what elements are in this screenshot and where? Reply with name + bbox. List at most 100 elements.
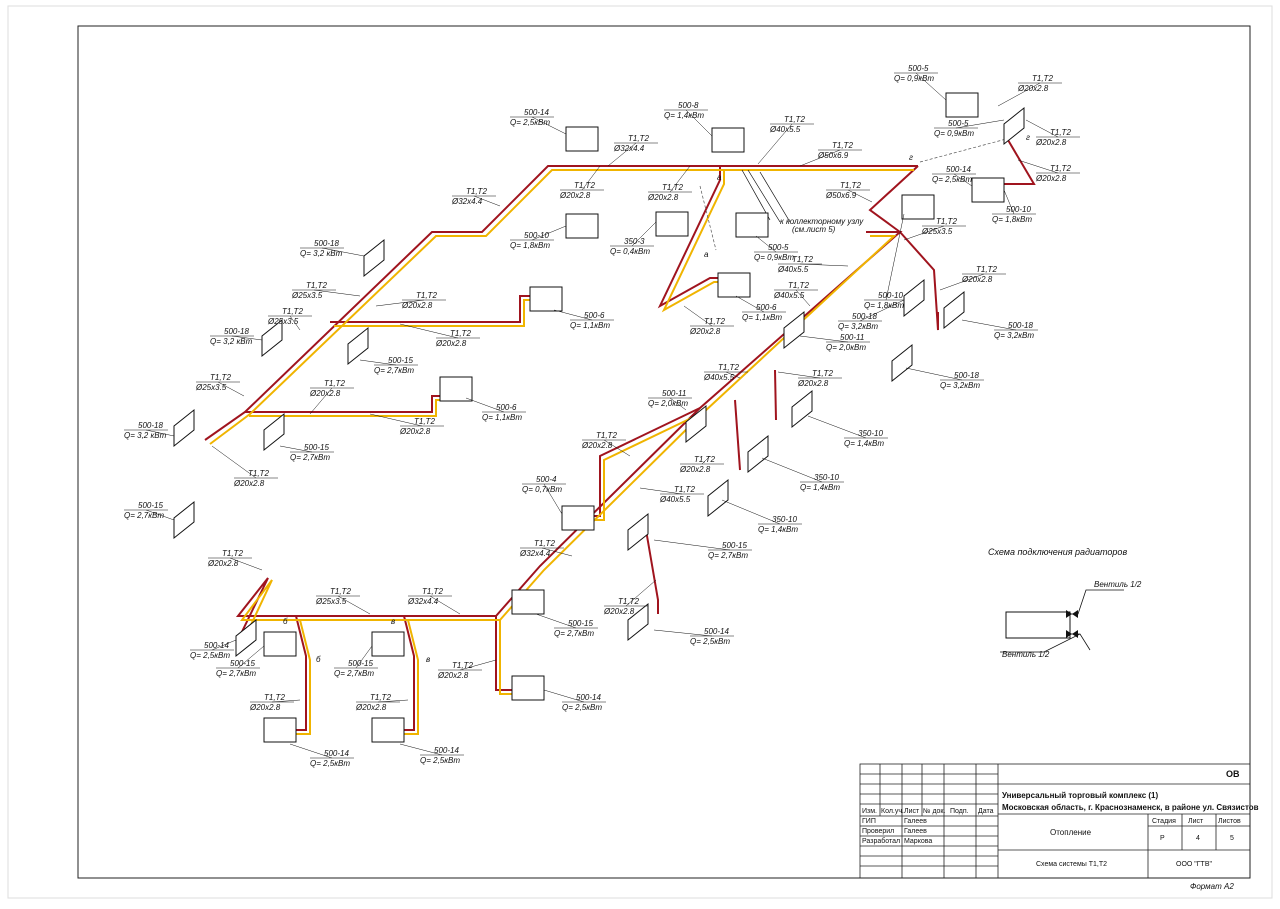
pipe-leader bbox=[217, 381, 245, 397]
branch-left-lower-return bbox=[249, 399, 442, 417]
pipe-label-top: Т1,Т2 bbox=[222, 549, 243, 558]
name-razr: Маркова bbox=[904, 838, 932, 845]
pipe-label-bottom: Ø40x5.5 bbox=[703, 373, 735, 382]
pipe-leader bbox=[337, 595, 371, 615]
radiator-35: 500-15Q= 2,7кВт bbox=[334, 631, 405, 678]
radiator-body bbox=[561, 505, 595, 531]
valve-bottom-icon bbox=[1066, 630, 1078, 638]
radiator-25: 350-10Q= 1,4кВт bbox=[791, 389, 888, 448]
radiator-leader bbox=[279, 445, 313, 453]
pipe-label-bottom: Ø40x5.5 bbox=[777, 265, 809, 274]
supply-pipes-t1 bbox=[204, 139, 1036, 731]
radiator-label-bottom: Q= 2,7кВт bbox=[290, 453, 330, 462]
pipe-leader bbox=[777, 371, 821, 379]
hdr-izm: Изм. bbox=[862, 808, 877, 815]
radiator-1: 500-5Q= 0,9кВт bbox=[894, 64, 979, 118]
sheet-outer-border bbox=[7, 5, 1273, 899]
radiator-16: 500-15Q= 2,7кВт bbox=[263, 412, 334, 462]
loop-a-return bbox=[661, 170, 725, 313]
pipe-label-top: Т1,Т2 bbox=[330, 587, 351, 596]
radiator-12: 500-18Q= 3,2 кВт bbox=[210, 318, 283, 358]
pipe-label-top: Т1,Т2 bbox=[416, 291, 437, 300]
radiator-leader bbox=[355, 645, 373, 669]
radiator-body bbox=[173, 408, 195, 448]
point-v-top: в bbox=[391, 617, 395, 626]
pipe-leader bbox=[211, 445, 257, 479]
pipe-label-top: Т1,Т2 bbox=[306, 281, 327, 290]
pipe-label-bottom: Ø20x2.8 bbox=[401, 301, 433, 310]
valve-top-icon bbox=[1066, 610, 1078, 618]
pipe-label-top: Т1,Т2 bbox=[674, 485, 695, 494]
radiator-body bbox=[439, 376, 473, 402]
radiator-body bbox=[173, 500, 195, 540]
radiator-label-bottom: Q= 2,7кВт bbox=[374, 366, 414, 375]
pipe-leader bbox=[375, 299, 425, 307]
radiator-label-top: 500-14 bbox=[324, 749, 349, 758]
pipe-label-top: Т1,Т2 bbox=[1050, 128, 1071, 137]
radiator-label-bottom: Q= 1,1кВт bbox=[570, 321, 610, 330]
name-prov: Галеев bbox=[904, 828, 927, 835]
pipe-label-bottom: Ø20x2.8 bbox=[689, 327, 721, 336]
loop-a bbox=[657, 166, 721, 309]
point-b-top: б bbox=[283, 617, 288, 626]
drop-b bbox=[295, 615, 307, 731]
pipe-leader bbox=[799, 263, 849, 267]
radiator-32: 500-14Q= 2,5кВт bbox=[511, 675, 606, 712]
pipe-label-bottom: Ø20x2.8 bbox=[559, 191, 591, 200]
pipe-label-bottom: Ø32x4.4 bbox=[407, 597, 439, 606]
radiator-body bbox=[263, 717, 297, 743]
sheets-header: Листов bbox=[1218, 818, 1241, 825]
point-a-bottom: а bbox=[704, 250, 709, 259]
radiator-36: 500-14Q= 2,5кВт bbox=[263, 717, 354, 768]
pipe-network bbox=[204, 137, 1036, 735]
pipe-leader bbox=[473, 195, 501, 207]
radiator-body bbox=[943, 290, 965, 330]
radiator-label-bottom: Q= 2,5кВт bbox=[190, 651, 230, 660]
point-a-top: а bbox=[717, 173, 722, 182]
pipe-label-bottom: Ø20x2.8 bbox=[399, 427, 431, 436]
pipe-label-top: Т1,Т2 bbox=[976, 265, 997, 274]
sheet-value: 4 bbox=[1196, 835, 1200, 842]
hdr-kol: Кол.уч. bbox=[881, 808, 904, 815]
radiator-label-top: 500-18 bbox=[224, 327, 249, 336]
radiator-28: 500-4Q= 0,7кВт bbox=[522, 475, 595, 531]
pipe-label-bottom: Ø20x2.8 bbox=[355, 703, 387, 712]
radiator-label-top: 500-14 bbox=[704, 627, 729, 636]
radiator-leader bbox=[211, 639, 237, 651]
radiator-27: 350-10Q= 1,4кВт bbox=[707, 478, 802, 534]
sheets-value: 5 bbox=[1230, 835, 1234, 842]
pipe-label-bottom: Ø25x3.5 bbox=[291, 291, 323, 300]
radiator-label-top: 500-18 bbox=[138, 421, 163, 430]
radiator-label-top: 500-10 bbox=[878, 291, 903, 300]
radiator-leader bbox=[543, 483, 563, 515]
pipe-label-bottom: Ø20x2.8 bbox=[435, 339, 467, 348]
radiator-label-top: 500-14 bbox=[434, 746, 459, 755]
pipe-leader bbox=[997, 82, 1041, 107]
pipe-leader bbox=[639, 487, 683, 495]
pipe-label-bottom: Ø20x2.8 bbox=[679, 465, 711, 474]
radiator-30: 500-14Q= 2,5кВт bbox=[627, 602, 734, 646]
pipe-label-bottom: Ø32x4.4 bbox=[519, 549, 551, 558]
pipe-label-bottom: Ø20x2.8 bbox=[581, 441, 613, 450]
radiator-body bbox=[711, 127, 745, 153]
radiator-label-bottom: Q= 1,1кВт bbox=[482, 413, 522, 422]
drop-b-return bbox=[296, 619, 311, 735]
pipe-leader bbox=[1025, 119, 1059, 138]
radiator-body bbox=[371, 717, 405, 743]
